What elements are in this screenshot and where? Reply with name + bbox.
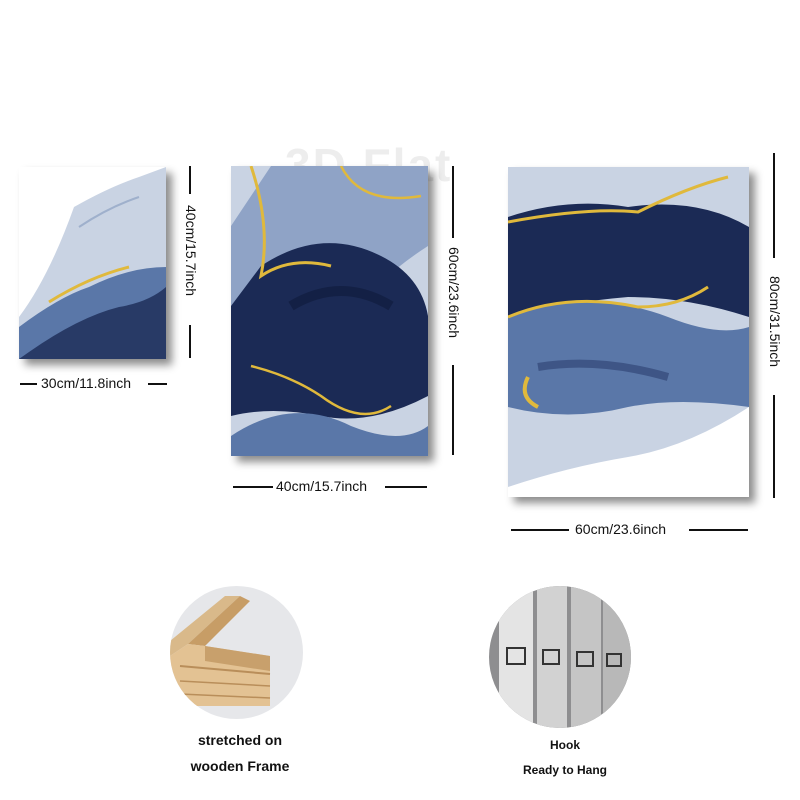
art-panel-large — [508, 167, 749, 497]
height-line-bottom-1 — [189, 325, 191, 358]
frame-caption-line1: stretched on — [197, 732, 282, 748]
hook-image — [489, 586, 631, 728]
frame-caption-line2: wooden Frame — [190, 758, 290, 774]
hook-caption-line1: Hook — [550, 738, 580, 752]
height-line-top-3 — [773, 153, 775, 258]
height-line-bottom-3 — [773, 395, 775, 498]
art-panel-medium — [231, 166, 428, 456]
height-label-large: 80cm/31.5inch — [767, 276, 783, 368]
art-panel-small — [19, 167, 166, 359]
width-line-right-2 — [385, 486, 427, 488]
height-label-small: 40cm/15.7inch — [183, 205, 199, 297]
wooden-frame-image — [170, 586, 303, 719]
width-line-right-3 — [689, 529, 748, 531]
width-line-left-2 — [233, 486, 273, 488]
width-line-right-1 — [148, 383, 167, 385]
width-line-left-3 — [511, 529, 569, 531]
width-label-large: 60cm/23.6inch — [575, 521, 667, 537]
width-label-small: 30cm/11.8inch — [41, 375, 132, 391]
width-label-medium: 40cm/15.7inch — [276, 478, 368, 494]
height-label-medium: 60cm/23.6inch — [446, 247, 462, 339]
height-line-top-1 — [189, 166, 191, 194]
width-line-left-1 — [20, 383, 37, 385]
height-line-bottom-2 — [452, 365, 454, 455]
height-line-top-2 — [452, 166, 454, 238]
hook-caption-line2: Ready to Hang — [522, 763, 607, 777]
